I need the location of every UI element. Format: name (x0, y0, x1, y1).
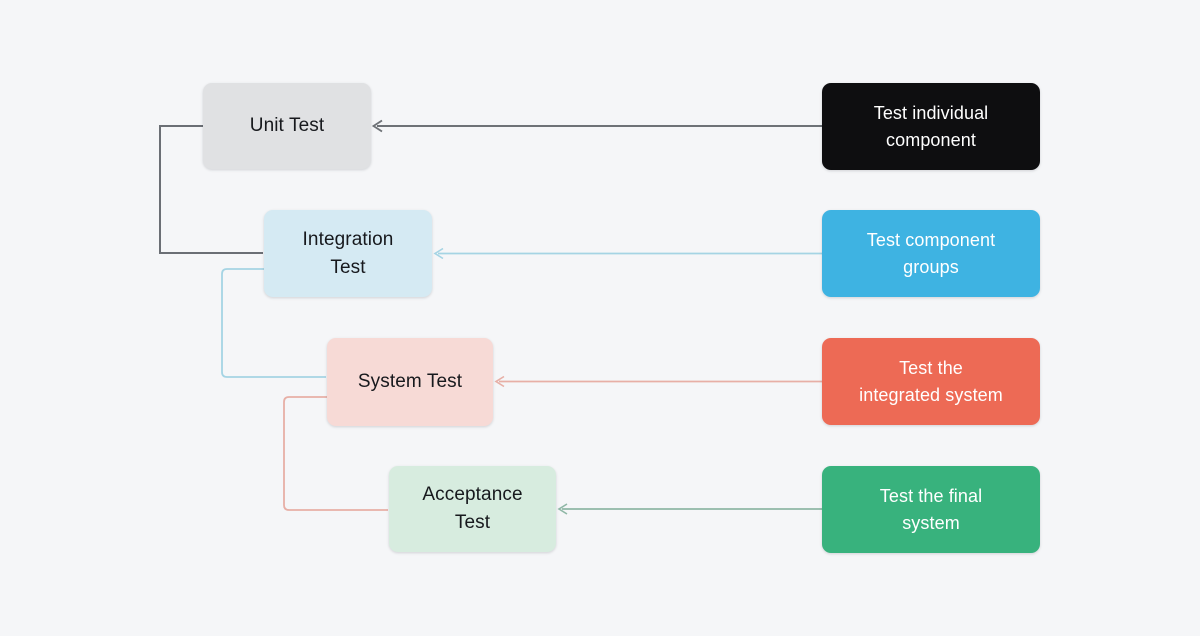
node-integration-test-description-label: Test component groups (866, 230, 996, 277)
arrowhead-desc-to-unit (371, 119, 383, 133)
node-acceptance-test: Acceptance Test (389, 466, 556, 552)
node-acceptance-test-description: Test the final system (822, 466, 1040, 553)
arrowhead-desc-to-acceptance (557, 503, 568, 515)
node-integration-test: Integration Test (264, 210, 432, 297)
node-acceptance-test-label: Acceptance Test (422, 484, 523, 533)
node-system-test: System Test (327, 338, 493, 426)
node-unit-test-description-label: Test individual component (873, 103, 989, 150)
node-unit-test-description: Test individual component (822, 83, 1040, 170)
node-unit-test: Unit Test (203, 83, 371, 169)
arrowhead-desc-to-system (494, 375, 505, 388)
node-system-test-label: System Test (357, 371, 463, 393)
arrowhead-desc-to-integration (433, 247, 444, 260)
node-integration-test-description: Test component groups (822, 210, 1040, 297)
node-system-test-description-label: Test the integrated system (859, 358, 1003, 405)
node-unit-test-label: Unit Test (249, 115, 325, 137)
node-acceptance-test-description-label: Test the final system (879, 486, 983, 533)
node-integration-test-label: Integration Test (302, 228, 394, 278)
node-system-test-description: Test the integrated system (822, 338, 1040, 425)
